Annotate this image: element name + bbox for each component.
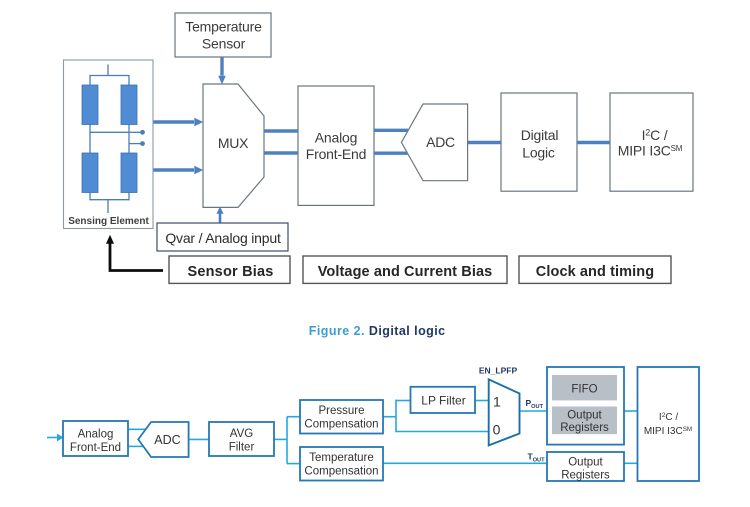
svg-text:POUT: POUT bbox=[526, 398, 544, 410]
svg-text:AVG: AVG bbox=[230, 428, 253, 440]
svg-text:Registers: Registers bbox=[560, 422, 609, 434]
svg-text:Temperature: Temperature bbox=[185, 18, 262, 34]
svg-text:Output: Output bbox=[567, 410, 602, 422]
svg-text:FIFO: FIFO bbox=[571, 384, 597, 396]
svg-text:I2C /: I2C / bbox=[659, 412, 678, 423]
svg-text:LP Filter: LP Filter bbox=[421, 393, 465, 407]
svg-text:Sensing Element: Sensing Element bbox=[68, 216, 149, 227]
svg-text:1: 1 bbox=[493, 394, 501, 410]
svg-text:MIPI I3CSM: MIPI I3CSM bbox=[644, 426, 692, 437]
svg-text:ADC: ADC bbox=[154, 433, 180, 447]
svg-text:Figure 2. Digital logic: Figure 2. Digital logic bbox=[309, 324, 446, 338]
svg-text:Sensor Bias: Sensor Bias bbox=[187, 264, 273, 280]
svg-text:Qvar / Analog input: Qvar / Analog input bbox=[165, 230, 281, 246]
svg-text:Analog: Analog bbox=[78, 428, 114, 440]
svg-text:Analog: Analog bbox=[315, 129, 357, 145]
svg-text:0: 0 bbox=[493, 422, 501, 438]
svg-text:Registers: Registers bbox=[561, 470, 610, 482]
svg-text:MIPI I3CSM: MIPI I3CSM bbox=[618, 142, 683, 158]
svg-text:MUX: MUX bbox=[218, 135, 249, 151]
svg-text:Clock and timing: Clock and timing bbox=[536, 264, 654, 280]
svg-text:Logic: Logic bbox=[522, 144, 555, 160]
svg-text:Compensation: Compensation bbox=[304, 418, 378, 430]
svg-text:Voltage and Current Bias: Voltage and Current Bias bbox=[318, 264, 493, 280]
svg-text:Temperature: Temperature bbox=[309, 452, 374, 464]
svg-text:Pressure: Pressure bbox=[318, 405, 364, 417]
svg-text:Digital: Digital bbox=[521, 127, 559, 143]
svg-text:ADC: ADC bbox=[426, 134, 455, 150]
svg-text:Output: Output bbox=[568, 457, 603, 469]
svg-text:TOUT: TOUT bbox=[528, 452, 546, 464]
svg-text:Front-End: Front-End bbox=[306, 146, 366, 162]
svg-text:EN_LPFP: EN_LPFP bbox=[479, 366, 518, 376]
svg-text:Compensation: Compensation bbox=[304, 466, 378, 478]
svg-text:Sensor: Sensor bbox=[202, 35, 246, 51]
svg-text:Front-End: Front-End bbox=[70, 442, 121, 454]
svg-text:Filter: Filter bbox=[229, 442, 255, 454]
